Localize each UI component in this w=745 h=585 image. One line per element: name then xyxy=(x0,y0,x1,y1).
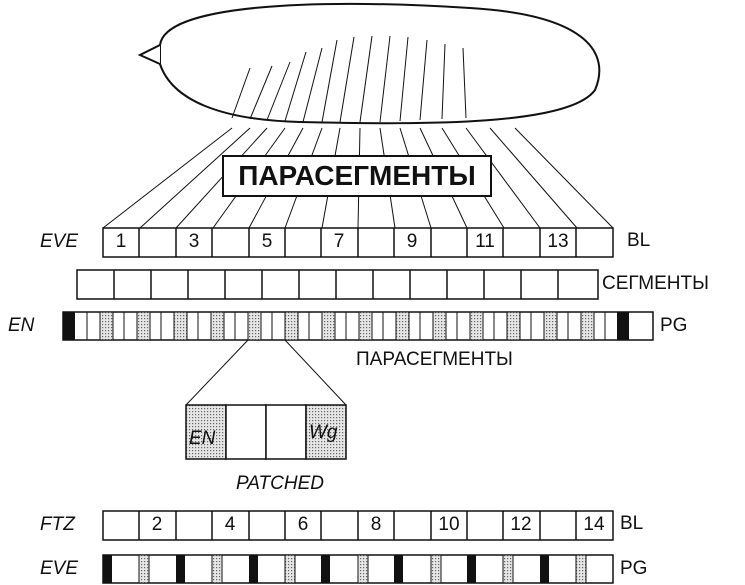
eve-number: 3 xyxy=(188,231,200,252)
en-side-label: PG xyxy=(660,315,688,336)
eve-number: 1 xyxy=(115,231,127,252)
parasegments-caption: ПАРАСЕГМЕНТЫ xyxy=(356,349,513,370)
eve-number: 9 xyxy=(406,231,418,252)
zoom-wg-label: Wg xyxy=(309,422,338,443)
ftz-number: 8 xyxy=(370,514,382,535)
ftz-number: 12 xyxy=(510,514,532,535)
eve-pg-side-label: PG xyxy=(620,558,648,579)
eve-number: 5 xyxy=(261,231,273,252)
eve-number: 7 xyxy=(333,231,345,252)
zoom-en-label: EN xyxy=(189,428,216,449)
zoom-lines xyxy=(185,339,347,406)
eve-label: EVE xyxy=(40,231,79,252)
ftz-number: 6 xyxy=(297,514,309,535)
embryo-stripes xyxy=(231,35,467,123)
eve-number: 13 xyxy=(547,231,569,252)
ftz-number: 10 xyxy=(438,514,460,535)
segments-side-label: СЕГМЕНТЫ xyxy=(602,273,709,294)
embryo-tip xyxy=(137,44,161,65)
eve-bl-row xyxy=(102,227,614,258)
eve-number: 11 xyxy=(475,231,495,252)
ftz-number: 4 xyxy=(224,514,236,535)
eve-pg-row xyxy=(102,554,614,584)
ftz-bl-row xyxy=(102,510,614,541)
en-pg-row xyxy=(62,311,654,341)
zoom-box xyxy=(185,404,347,460)
ftz-label: FTZ xyxy=(40,514,75,535)
patched-caption: PATCHED xyxy=(236,473,324,494)
eve-pg-label: EVE xyxy=(40,558,79,579)
ftz-number: 2 xyxy=(151,514,163,535)
ftz-side-label: BL xyxy=(620,513,644,534)
en-label: EN xyxy=(8,315,35,336)
title-box: ПАРАСЕГМЕНТЫ xyxy=(222,155,492,197)
eve-side-label: BL xyxy=(627,230,651,251)
embryo-outline xyxy=(159,2,601,125)
ftz-number: 14 xyxy=(583,514,605,535)
segments-row xyxy=(76,269,599,300)
